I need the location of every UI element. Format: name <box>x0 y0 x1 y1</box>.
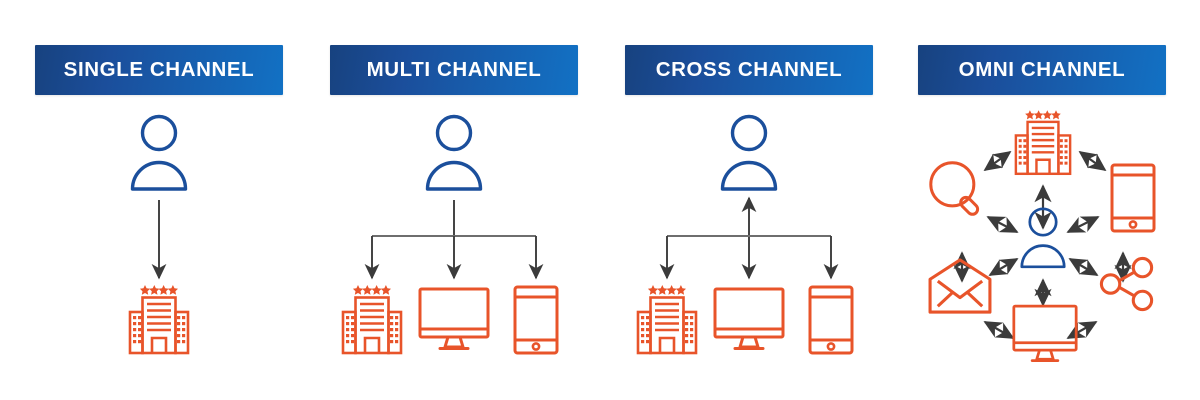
column-single-channel <box>128 114 190 355</box>
arrow-customer-to-envelope <box>988 258 1019 276</box>
tablet-icon <box>808 285 854 355</box>
share-icon <box>1099 256 1154 312</box>
envelope-icon <box>928 258 992 314</box>
person-icon <box>130 114 188 191</box>
tablet-icon <box>513 285 559 355</box>
hotel-icon <box>128 283 190 355</box>
column-omni-channel <box>928 108 1156 363</box>
arrow-monitor-to-envelope <box>983 321 1015 339</box>
banner-label-cross-channel: CROSS CHANNEL <box>655 58 843 81</box>
arrow-share-to-monitor <box>1066 321 1098 339</box>
monitor-icon <box>1012 304 1078 363</box>
column-multi-channel <box>341 114 559 355</box>
monitor-icon <box>418 287 490 350</box>
hotel-icon <box>636 283 698 355</box>
banner-cross-channel: CROSS CHANNEL <box>625 45 873 95</box>
banner-single-channel: SINGLE CHANNEL <box>35 45 283 95</box>
arrow-customer-to-magnifier <box>986 216 1019 233</box>
arrow-customer-to-tablet <box>1066 216 1100 233</box>
column-cross-channel <box>636 114 854 355</box>
magnifier-icon <box>929 161 982 218</box>
banner-label-multi-channel: MULTI CHANNEL <box>366 58 542 81</box>
banner-omni-channel: OMNI CHANNEL <box>918 45 1166 95</box>
arrow-customer-to-share <box>1068 258 1099 276</box>
arrow-magnifier-to-hotel <box>983 150 1012 172</box>
person-icon <box>425 114 483 191</box>
hotel-icon <box>1014 108 1072 176</box>
monitor-icon <box>713 287 785 350</box>
banner-multi-channel: MULTI CHANNEL <box>330 45 578 95</box>
banner-label-single-channel: SINGLE CHANNEL <box>63 58 255 81</box>
tablet-icon <box>1110 163 1156 233</box>
hotel-icon <box>341 283 403 355</box>
person-icon <box>720 114 778 191</box>
banner-label-omni-channel: OMNI CHANNEL <box>958 58 1126 81</box>
arrow-hotel-to-tablet <box>1078 150 1107 172</box>
